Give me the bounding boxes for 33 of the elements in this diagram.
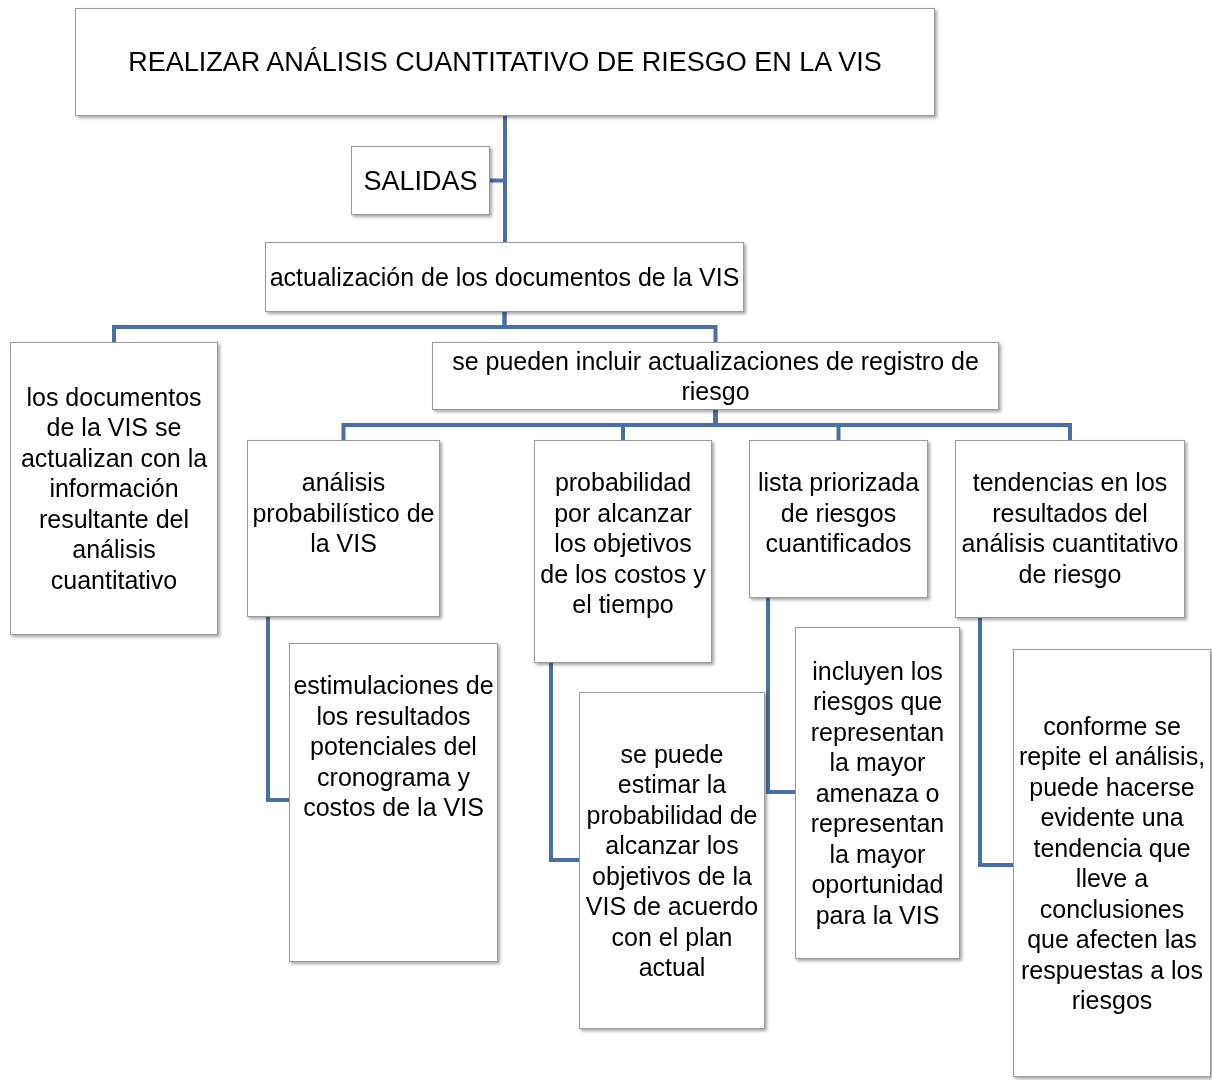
connector-line — [766, 598, 795, 794]
text-box — [534, 440, 712, 663]
connector-line — [502, 312, 718, 342]
box-text: los documentos de la VIS se actualizan con la información resultante del análisis cuantitativo — [19, 381, 209, 596]
text-box — [795, 627, 960, 959]
connector-line — [266, 617, 289, 802]
box-text: se pueden incluir actualizaciones de registro de riesgo — [451, 346, 980, 406]
text-box — [75, 8, 935, 116]
connector-line — [978, 618, 1013, 867]
connector-line — [503, 116, 507, 242]
box-text: lista priorizada de riesgos cuantificados — [756, 467, 921, 559]
text-box — [749, 440, 928, 598]
box-text: se puede estimar la probabilidad de alcanzar los objetivos de la VIS de acuerdo con el plan actual — [584, 738, 760, 983]
text-box — [432, 342, 999, 410]
box-text: tendencias en los resultados del análisis cuantitativo de riesgo — [960, 467, 1180, 589]
text-box — [10, 342, 218, 635]
text-box — [247, 440, 440, 617]
box-text: probabilidad por alcanzar los objetivos de los costos y el tiempo — [539, 467, 707, 620]
text-box — [351, 146, 490, 215]
box-text: actualización de los documentos de la VIS — [269, 262, 740, 292]
box-text: estimulaciones de los resultados potenciales del cronograma y costos de la VIS — [292, 670, 495, 823]
text-box — [579, 692, 765, 1029]
text-box — [955, 440, 1185, 618]
text-box — [1013, 649, 1211, 1077]
connector-line — [713, 410, 1072, 440]
text-box — [265, 242, 744, 312]
box-text: análisis probabilístico de la VIS — [251, 467, 436, 559]
box-text: conforme se repite el análisis, puede hacerse evidente una tendencia que lleve a conclusiones que afecten las respuestas a los riesgos — [1017, 710, 1207, 1016]
box-text: REALIZAR ANÁLISIS CUANTITATIVO DE RIESGO EN LA VIS — [128, 46, 882, 78]
box-text: SALIDAS — [363, 164, 478, 197]
box-text: incluyen los riesgos que representan la mayor amenaza o representan la mayor oportunidad para la VIS — [809, 655, 946, 931]
text-box — [289, 643, 498, 962]
connector-line — [549, 663, 579, 862]
